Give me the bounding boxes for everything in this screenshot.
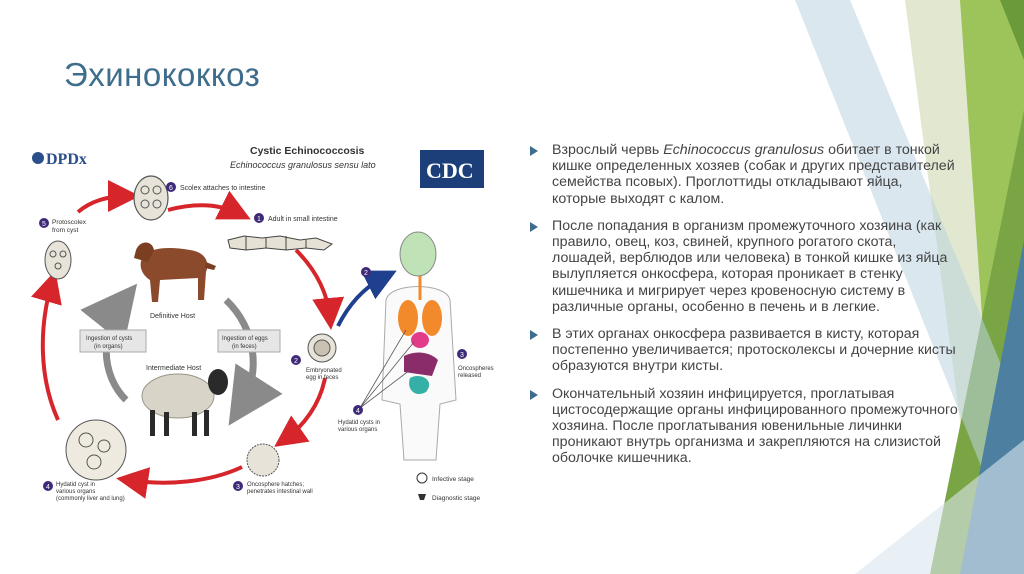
ingestion-cysts-box xyxy=(79,329,147,353)
legend: Infective stage Diagnostic stage xyxy=(416,472,480,502)
ingestion-cysts-text: Ingestion of cysts (in organs) xyxy=(86,336,134,350)
svg-text:from cyst: from cyst xyxy=(52,227,79,234)
inner-arrow-eggs xyxy=(223,297,283,426)
legend-infective: Infective stage xyxy=(432,476,474,483)
dog-illustration xyxy=(134,242,216,302)
bullet-arrow-icon xyxy=(530,389,538,400)
bullet-list: Взрослый червь Echinococcus granulosus о… xyxy=(528,142,958,478)
ingestion-eggs-box xyxy=(217,329,281,353)
ingestion-eggs-text: Ingestion of eggs (in feces) xyxy=(222,336,269,350)
human-step-3-num: 3 xyxy=(460,352,464,359)
bullet-item: В этих органах онкосфера развивается в к… xyxy=(528,326,958,375)
biohazard-icon xyxy=(416,472,428,484)
human-step-3-text: Oncospheres released xyxy=(458,366,495,379)
cdc-logo: CDC xyxy=(420,150,484,188)
microscope-icon xyxy=(418,494,426,500)
bullet-item: После попадания в организм промежуточног… xyxy=(528,218,958,315)
step-4-num: 4 xyxy=(46,484,50,491)
bullet-text: Окончательный хозяин инфицируется, прогл… xyxy=(552,385,958,467)
cycle-arrow-1-2 xyxy=(294,248,345,330)
step-3-num: 3 xyxy=(236,484,240,491)
human-arrow xyxy=(336,270,397,327)
human-illustration xyxy=(381,231,457,461)
step-6-text: Scolex attaches to intestine xyxy=(180,185,265,192)
bullet-item: Окончательный хозяин инфицируется, прогл… xyxy=(528,386,958,467)
lifecycle-diagram: DPDx Cystic Echinococcosis Echinococcus … xyxy=(31,145,495,502)
step-4-text: Hydatid cyst in various organs (commonly… xyxy=(56,482,125,502)
bullet-text: Взрослый червь xyxy=(552,142,664,158)
figure-subtitle: Echinococcus granulosus sensu lato xyxy=(230,160,376,170)
step-2-num: 2 xyxy=(294,358,298,365)
bullet-arrow-icon xyxy=(530,330,538,341)
human-step-4-text: Hydatid cysts in various organs xyxy=(338,420,382,433)
step-2-text: Embryonated egg in feces xyxy=(306,368,343,381)
cycle-arrow-3-4 xyxy=(116,465,243,499)
cycle-arrow-6-1 xyxy=(167,190,251,220)
human-step-2-num: 2 xyxy=(364,270,368,277)
step-6-num: 6 xyxy=(169,185,173,192)
bullet-text-cont: обитает в тонкой кишке определенных хозя… xyxy=(552,142,955,207)
cdc-logo-text: CDC xyxy=(426,158,474,183)
species-name: Echinococcus granulosus xyxy=(663,142,825,158)
step-5-text: Protoscolex xyxy=(52,219,87,226)
step-1-text: Adult in small intestine xyxy=(268,216,338,223)
cycle-arrow-5-6 xyxy=(76,180,140,214)
scolex-illustration xyxy=(133,175,169,221)
figure-title: Cystic Echinococcosis xyxy=(250,145,365,157)
protoscolex-illustration xyxy=(44,240,72,280)
step-1-num: 1 xyxy=(257,216,261,223)
cycle-arrow-2-3 xyxy=(274,377,327,447)
cycle-arrow-4-5 xyxy=(31,270,62,421)
definitive-host-label: Definitive Host xyxy=(150,313,195,320)
adult-worm-illustration xyxy=(227,235,334,251)
bullet-text: После попадания в организм промежуточног… xyxy=(552,217,948,315)
step-5-num: 5 xyxy=(42,221,46,228)
hydatid-cyst-illustration xyxy=(65,419,127,481)
bullet-arrow-icon xyxy=(530,221,538,232)
dpdx-logo: DPDx xyxy=(32,151,87,168)
egg-illustration xyxy=(307,333,337,363)
legend-diagnostic: Diagnostic stage xyxy=(432,495,480,502)
slide-title: Эхинококкоз xyxy=(64,56,261,93)
bullet-arrow-icon xyxy=(530,146,538,156)
bullet-item: Взрослый червь Echinococcus granulosus о… xyxy=(528,142,958,207)
dpdx-logo-text: DPDx xyxy=(46,151,87,168)
step-3-text: Oncosphere hatches; penetrates intestina… xyxy=(247,482,313,495)
bullet-text: В этих органах онкосфера развивается в к… xyxy=(552,326,956,375)
human-step-4-num: 4 xyxy=(356,408,360,415)
oncosphere-illustration xyxy=(246,443,280,477)
intermediate-host-label: Intermediate Host xyxy=(146,365,201,372)
sheep-illustration xyxy=(141,369,228,436)
